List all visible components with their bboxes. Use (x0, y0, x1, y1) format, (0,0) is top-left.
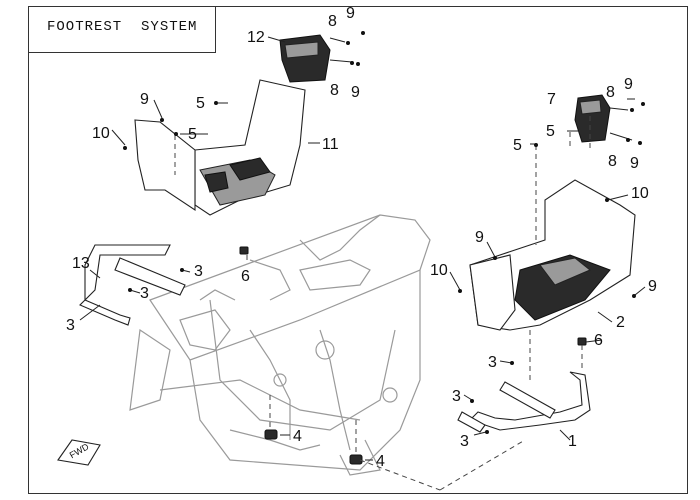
callout-10: 10 (430, 262, 448, 279)
callout-1: 1 (568, 433, 577, 450)
chassis-frame (129, 214, 431, 476)
callout-5: 5 (188, 126, 197, 143)
callout-3: 3 (460, 433, 469, 450)
callout-13: 13 (72, 255, 90, 272)
diagram-frame (28, 6, 688, 494)
callout-2: 2 (616, 314, 625, 331)
callout-3: 3 (66, 317, 75, 334)
callout-4: 4 (293, 428, 302, 445)
callout-10: 10 (631, 185, 649, 202)
callout-5: 5 (546, 123, 555, 140)
left-footrest-bracket-13 (79, 244, 186, 326)
fwd-arrow-icon: FWD (57, 439, 101, 466)
callout-3: 3 (140, 285, 149, 302)
callout-9: 9 (351, 84, 360, 101)
nut-parts (239, 246, 587, 465)
callout-7: 7 (547, 91, 556, 108)
callout-8: 8 (608, 153, 617, 170)
left-footrest (194, 79, 306, 216)
callout-5: 5 (513, 137, 522, 154)
callout-8: 8 (330, 82, 339, 99)
left-cover-12 (279, 34, 331, 83)
callout-4: 4 (376, 453, 385, 470)
right-footrest-guard-10 (469, 254, 516, 331)
callout-9: 9 (624, 76, 633, 93)
callout-9: 9 (140, 91, 149, 108)
title-box: FOOTREST SYSTEM (28, 6, 216, 53)
callout-10: 10 (92, 125, 110, 142)
callout-9: 9 (346, 5, 355, 22)
callout-11: 11 (322, 136, 339, 153)
callout-labels: 8 9 12 8 9 9 5 10 5 11 13 3 6 3 3 4 4 7 … (66, 5, 657, 470)
callout-3: 3 (452, 388, 461, 405)
callout-8: 8 (606, 84, 615, 101)
callout-8: 8 (328, 13, 337, 30)
callout-12: 12 (247, 29, 265, 46)
callout-6: 6 (594, 332, 603, 349)
diagram-title: FOOTREST SYSTEM (47, 19, 198, 35)
leader-lines (79, 31, 646, 491)
right-footrest-bracket-1 (457, 371, 591, 433)
callout-9: 9 (630, 155, 639, 172)
callout-3: 3 (194, 263, 203, 280)
right-cover-7 (574, 94, 611, 143)
callout-3: 3 (488, 354, 497, 371)
callout-5: 5 (196, 95, 205, 112)
callout-6: 6 (241, 268, 250, 285)
left-footrest-guard-10 (134, 119, 196, 212)
callout-9: 9 (648, 278, 657, 295)
callout-9: 9 (475, 229, 484, 246)
